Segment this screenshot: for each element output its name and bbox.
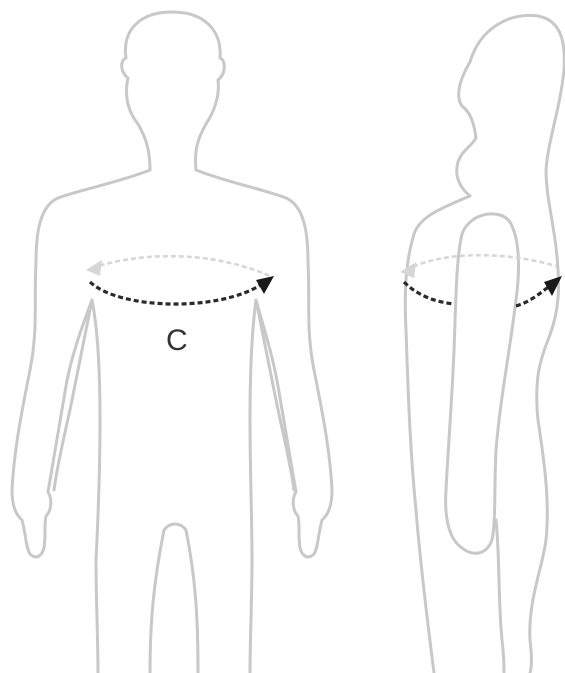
front-chest-front-arc (90, 282, 262, 304)
front-body-figure: C (12, 12, 332, 673)
side-head-outline (405, 62, 476, 673)
measurement-label-c: C (166, 324, 188, 357)
front-torso-outline (12, 170, 150, 673)
side-arm-outline (446, 214, 519, 553)
side-chest-front-arc-left (404, 282, 454, 304)
side-leg-outline (496, 520, 504, 673)
front-torso-right-outline (196, 170, 332, 673)
front-chest-back-arc (92, 256, 270, 276)
side-chest-front-arc-right (516, 284, 552, 306)
front-right-arm-inner (256, 300, 294, 490)
side-body-figure (400, 15, 564, 673)
front-head-outline (122, 12, 225, 170)
side-back-outline (470, 15, 564, 673)
side-chest-back-arc (406, 255, 556, 270)
front-left-arm-inner (54, 300, 92, 490)
front-legs-inner-outline (150, 524, 198, 673)
front-chest-back-arrowhead (86, 260, 102, 276)
